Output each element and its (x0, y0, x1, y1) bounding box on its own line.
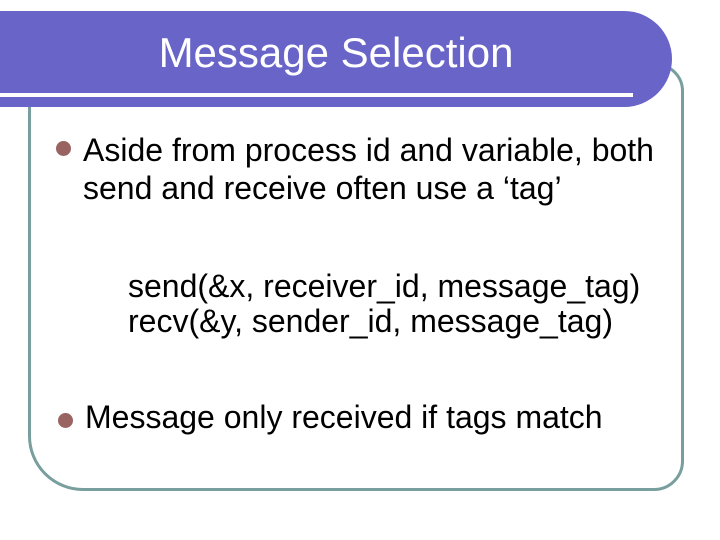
title-banner: Message Selection (0, 11, 672, 107)
bullet-item-2: Message only received if tags match (85, 398, 603, 436)
code-line-send: send(&x, receiver_id, message_tag) (128, 268, 641, 304)
code-line-recv: recv(&y, sender_id, message_tag) (128, 303, 613, 339)
bullet-item-1-line-2: send and receive often use a ‘tag’ (83, 170, 562, 206)
bullet-icon (58, 413, 73, 428)
bullet-item-1: Aside from process id and variable, both… (83, 131, 654, 207)
slide-title: Message Selection (158, 29, 514, 76)
bullet-item-2-line-1: Message only received if tags match (85, 399, 603, 435)
bullet-icon (56, 141, 71, 156)
bullet-item-1-line-1: Aside from process id and variable, both (83, 132, 654, 168)
banner-underline (0, 93, 633, 97)
content-panel (28, 63, 684, 491)
code-block: send(&x, receiver_id, message_tag) recv(… (128, 269, 640, 339)
